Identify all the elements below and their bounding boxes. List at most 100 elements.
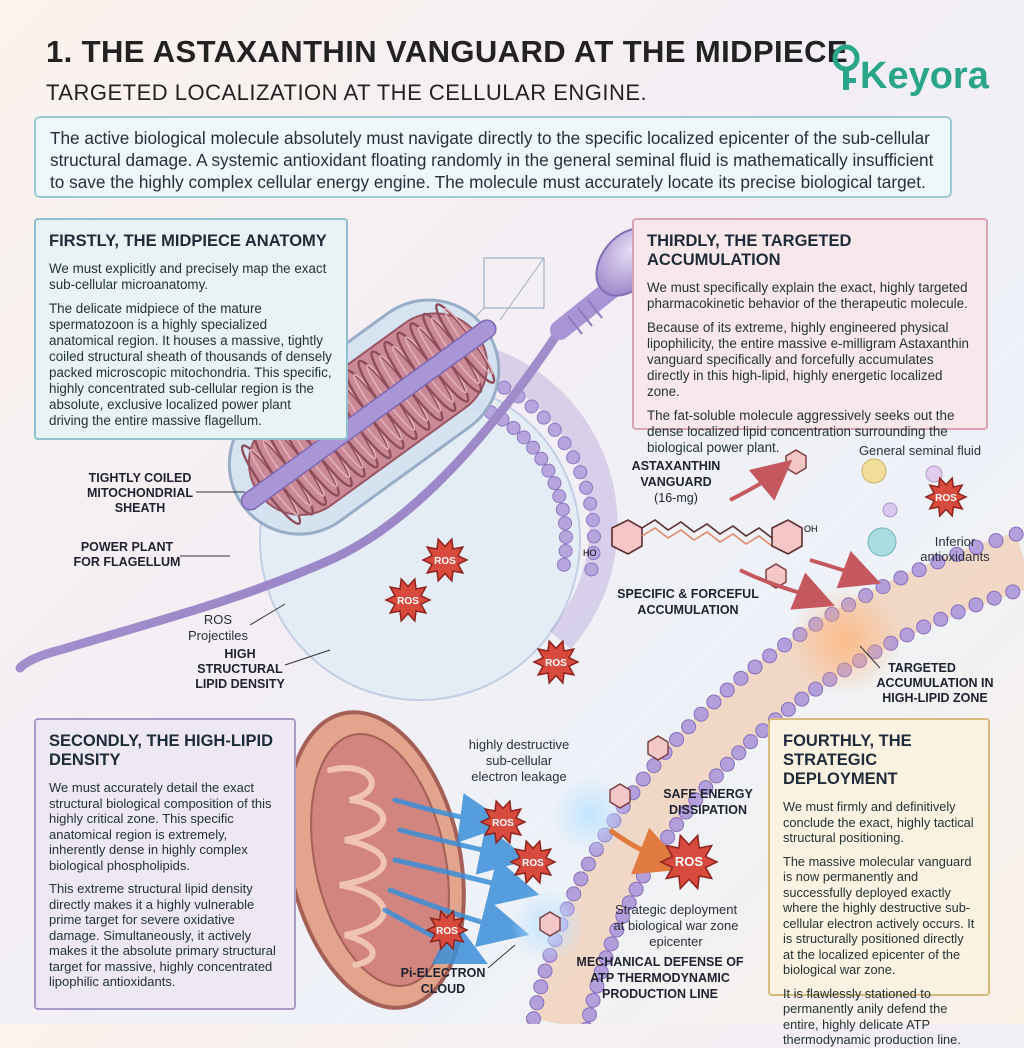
astaxanthin-molecule	[611, 519, 803, 555]
intro-box: The active biological molecule absolutel…	[34, 116, 952, 198]
lipid-head	[547, 422, 562, 437]
label-mech-2: ATP THERMODYNAMIC	[590, 971, 730, 985]
ros-star: ROS	[421, 537, 469, 583]
lipid-head	[555, 502, 570, 517]
membrane-lipid-head	[794, 691, 810, 707]
ros-label: ROS	[434, 556, 456, 567]
ros-label: ROS	[935, 493, 957, 504]
panel-title: SECONDLY, THE HIGH-LIPID DENSITY	[49, 732, 273, 769]
membrane-lipid-head	[669, 731, 685, 747]
label-safe-2: DISSIPATION	[669, 803, 747, 817]
membrane-lipid-head	[698, 780, 714, 796]
membrane-lipid-head	[615, 908, 631, 924]
dissipation-arrow	[608, 827, 687, 875]
label-ros-proj-2: Projectiles	[188, 628, 248, 643]
ros-label: ROS	[522, 858, 544, 869]
label-power-2: FOR FLAGELLUM	[74, 555, 181, 569]
membrane-lipid-head	[635, 868, 651, 884]
label-inferior-1: Inferior	[935, 534, 976, 549]
lipid-head	[524, 399, 539, 414]
panel-text: The fat-soluble molecule aggressively se…	[647, 408, 955, 455]
membrane-lipid-head	[580, 856, 596, 872]
membrane-lipid-head	[899, 627, 915, 643]
ho-label: HO	[583, 548, 597, 558]
lipid-head	[584, 562, 599, 577]
panel-title: THIRDLY, THE TARGETED ACCUMULATION	[647, 232, 852, 269]
logo-text: Keyora	[860, 55, 990, 97]
panel-text: The massive molecular vanguard is now pe…	[783, 853, 975, 978]
lipid-head	[506, 420, 521, 435]
lipid-head	[573, 465, 588, 480]
lipid-head	[541, 463, 556, 478]
membrane-lipid-head	[669, 817, 685, 833]
ros-label: ROS	[436, 926, 458, 937]
diagram-labels: TIGHTLY COILED MITOCHONDRIAL SHEATH POWE…	[74, 459, 994, 1001]
membrane-lipid-head	[762, 648, 778, 664]
panel-text: This extreme structural lipid density di…	[49, 881, 276, 989]
antioxidant-ball	[867, 527, 897, 557]
membrane-lipid-head	[733, 670, 749, 686]
lipid-head	[585, 513, 600, 528]
membrane-lipid-head	[582, 1007, 598, 1023]
membrane-lipid-head	[719, 756, 735, 772]
lipid-head	[556, 557, 571, 572]
ros-label: ROS	[492, 818, 514, 829]
membrane-lipid-head	[681, 719, 697, 735]
lipid-head	[552, 489, 567, 504]
panel-high-lipid-density: SECONDLY, THE HIGH-LIPID DENSITY We must…	[34, 718, 296, 1010]
electron-leak-beams	[382, 793, 540, 964]
ros-star: ROS	[924, 476, 968, 518]
sperm-neck	[550, 280, 620, 340]
label-leak-1: highly destructive	[469, 737, 569, 752]
membrane-lipid-head	[949, 546, 965, 562]
membrane-lipid-head	[585, 992, 601, 1008]
ros-star: ROS	[509, 839, 557, 885]
label-pi-2: CLOUD	[421, 982, 465, 996]
label-lipid-3: LIPID DENSITY	[195, 677, 285, 691]
label-sheath-1: TIGHTLY COILED	[89, 471, 192, 485]
membrane-lipid-head	[628, 881, 644, 897]
neck-rings	[567, 299, 603, 335]
label-lipid-1: HIGH	[224, 647, 255, 661]
ros-label: ROS	[675, 854, 704, 869]
membrane-lipid-head	[688, 792, 704, 808]
membrane-lipid-head	[660, 829, 676, 845]
label-accum-1: SPECIFIC & FORCEFUL	[617, 587, 759, 601]
membrane-lipid-head	[986, 590, 1002, 606]
label-ros-proj-1: ROS	[204, 612, 233, 627]
label-vanguard-1: ASTAXANTHIN	[632, 459, 721, 473]
membrane-lipid-head	[1008, 526, 1024, 542]
label-inferior-2: antioxidants	[920, 549, 990, 564]
panel-title: FIRSTLY, THE MIDPIECE ANATOMY	[49, 232, 327, 250]
panel-text: Because of its extreme, highly engineere…	[647, 320, 970, 399]
panel-text: We must accurately detail the exact stru…	[49, 780, 272, 873]
lipid-head	[586, 529, 601, 544]
oh-label: OH	[804, 524, 818, 534]
keyora-logo: Keyora	[832, 44, 990, 97]
mitochondrion	[284, 710, 466, 1010]
label-sheath-2: MITOCHONDRIAL	[87, 486, 193, 500]
lipid-head	[558, 516, 573, 531]
label-lipid-2: STRUCTURAL	[197, 662, 283, 676]
lipid-head	[558, 543, 573, 558]
page-subtitle: TARGETED LOCALIZATION AT THE CELLULAR EN…	[46, 80, 648, 105]
ros-label: ROS	[545, 658, 567, 669]
lipid-head	[526, 440, 541, 455]
membrane-lipid-head	[731, 745, 747, 761]
membrane-lipid-head	[893, 570, 909, 586]
panel-midpiece-anatomy: FIRSTLY, THE MIDPIECE ANATOMY We must ex…	[34, 218, 348, 440]
membrane-lipid-head	[533, 979, 549, 995]
membrane-lipid-head	[593, 964, 609, 980]
label-vanguard-2: VANGUARD	[640, 475, 711, 489]
lipid-head	[558, 530, 573, 545]
membrane-lipid-head	[988, 533, 1004, 549]
membrane-lipid-head	[911, 562, 927, 578]
membrane-lipid-head	[678, 804, 694, 820]
ros-star: ROS	[425, 909, 469, 951]
lipid-head	[547, 476, 562, 491]
membrane-lipid-head	[589, 978, 605, 994]
lipid-head	[586, 546, 601, 561]
lipid-head	[534, 451, 549, 466]
membrane-lipid-head	[635, 771, 651, 787]
